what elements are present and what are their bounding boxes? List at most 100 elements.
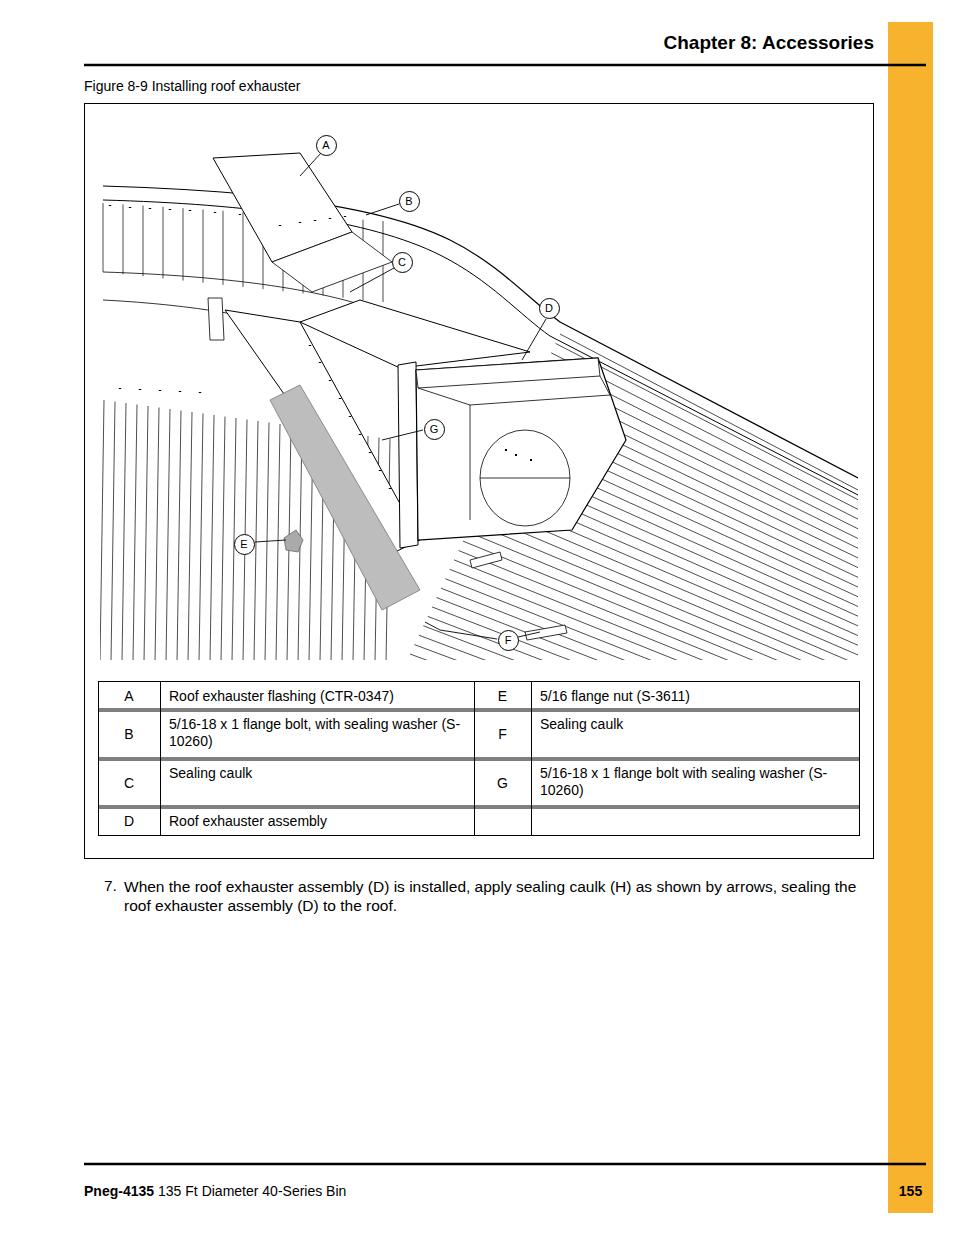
roof-rib — [111, 402, 115, 661]
exhauster-hood — [418, 376, 610, 405]
roof-rib — [441, 588, 858, 660]
table-cell: Sealing caulk — [169, 765, 469, 782]
exhauster-hood — [470, 405, 471, 520]
roof-rib — [423, 626, 858, 660]
roof-rib — [103, 203, 104, 272]
roof-rib — [243, 212, 244, 287]
roof-rib — [463, 541, 858, 660]
flange-nut — [284, 530, 303, 552]
table-key: G — [474, 775, 531, 792]
roof-rib — [166, 409, 170, 660]
doc-code: Pneg-4135 — [84, 1183, 154, 1200]
roof-rib — [221, 417, 225, 661]
callout-letter: C — [398, 257, 406, 268]
flashing-sheet — [272, 232, 392, 292]
roof-rib — [436, 598, 858, 660]
roof-rib — [454, 560, 858, 660]
step-number: 7. — [104, 877, 124, 896]
bolt-dots — [505, 450, 532, 460]
roof-rib — [410, 654, 858, 660]
leader-line — [522, 319, 546, 360]
roof-rib — [203, 209, 204, 282]
callout-circle: E — [234, 534, 255, 555]
table-key: A — [98, 688, 160, 705]
roof-rib — [476, 513, 858, 660]
table-rule — [98, 709, 860, 710]
roof-rib — [276, 424, 280, 660]
table-rule — [98, 711, 860, 712]
roof-rib — [177, 411, 181, 661]
leader-line — [300, 153, 321, 176]
roof-rib — [100, 400, 104, 660]
roof-rib — [122, 403, 126, 660]
callout-circle: F — [498, 630, 519, 651]
bracket — [525, 625, 567, 640]
step-text: When the roof exhauster assembly (D) is … — [124, 877, 876, 915]
table-rule — [98, 758, 860, 759]
callout-circle: D — [539, 298, 560, 319]
roof-rib — [188, 412, 192, 660]
roof-rib — [432, 607, 858, 660]
roof-rib — [254, 421, 258, 660]
table-cell: 5/16-18 x 1 flange bolt with sealing was… — [540, 765, 855, 799]
callout-letter: F — [505, 635, 512, 646]
roof-rib — [183, 208, 184, 280]
roof-rib — [155, 408, 159, 661]
roof-rib — [419, 635, 858, 660]
table-key: F — [474, 726, 531, 743]
roof-rib — [133, 405, 137, 661]
exhauster-hood — [416, 358, 600, 388]
table-cell: 5/16-18 x 1 flange bolt, with sealing wa… — [169, 716, 469, 750]
leader-line — [255, 540, 286, 542]
figure-caption: Figure 8-9 Installing roof exhauster — [84, 78, 300, 95]
exhauster-plate — [398, 362, 418, 548]
callout-circle: C — [392, 252, 413, 273]
figure-frame — [85, 104, 874, 859]
callout-letter: G — [430, 424, 439, 435]
table-cell: Roof exhauster flashing (CTR-0347) — [169, 688, 469, 705]
header-rule — [84, 64, 926, 67]
roof-rib — [467, 532, 858, 660]
table-rule — [98, 806, 860, 807]
table-key: E — [474, 688, 531, 705]
leader-line — [382, 430, 423, 440]
roof-rib — [450, 569, 858, 660]
roof-rib — [414, 645, 858, 660]
table-rule — [98, 808, 860, 809]
fan-ring — [480, 478, 570, 479]
roof-ribs — [100, 203, 858, 660]
table-key: D — [98, 813, 160, 830]
table-rule — [531, 681, 532, 836]
table-key: B — [98, 726, 160, 743]
callout-letter: E — [240, 539, 247, 550]
leader-line — [366, 204, 399, 215]
leader-line — [518, 632, 540, 637]
roof-rib — [163, 207, 164, 279]
leader-lines — [255, 153, 546, 639]
callout-letter: A — [322, 140, 329, 151]
table-border — [99, 682, 860, 836]
roof-rib — [445, 579, 858, 660]
table-key: C — [98, 775, 160, 792]
roof-illustration — [100, 153, 858, 660]
table-cell: Sealing caulk — [540, 716, 855, 733]
callout-circle: A — [316, 135, 337, 156]
table-rule — [474, 681, 475, 836]
parts-table — [98, 681, 860, 836]
callout-circle: B — [399, 191, 420, 212]
callout-letter: B — [405, 196, 412, 207]
leader-line — [350, 268, 394, 292]
roof-rib — [143, 206, 144, 277]
side-band — [888, 22, 933, 1213]
fan-ring — [480, 430, 570, 526]
bolt-dots — [110, 205, 390, 489]
roof-clip — [208, 298, 224, 340]
table-cell: 5/16 flange nut (S-3611) — [540, 688, 855, 705]
roof-rib — [459, 550, 858, 660]
roof-rib — [223, 211, 224, 285]
callout-letter: D — [545, 303, 553, 314]
roof-rib — [144, 406, 148, 660]
